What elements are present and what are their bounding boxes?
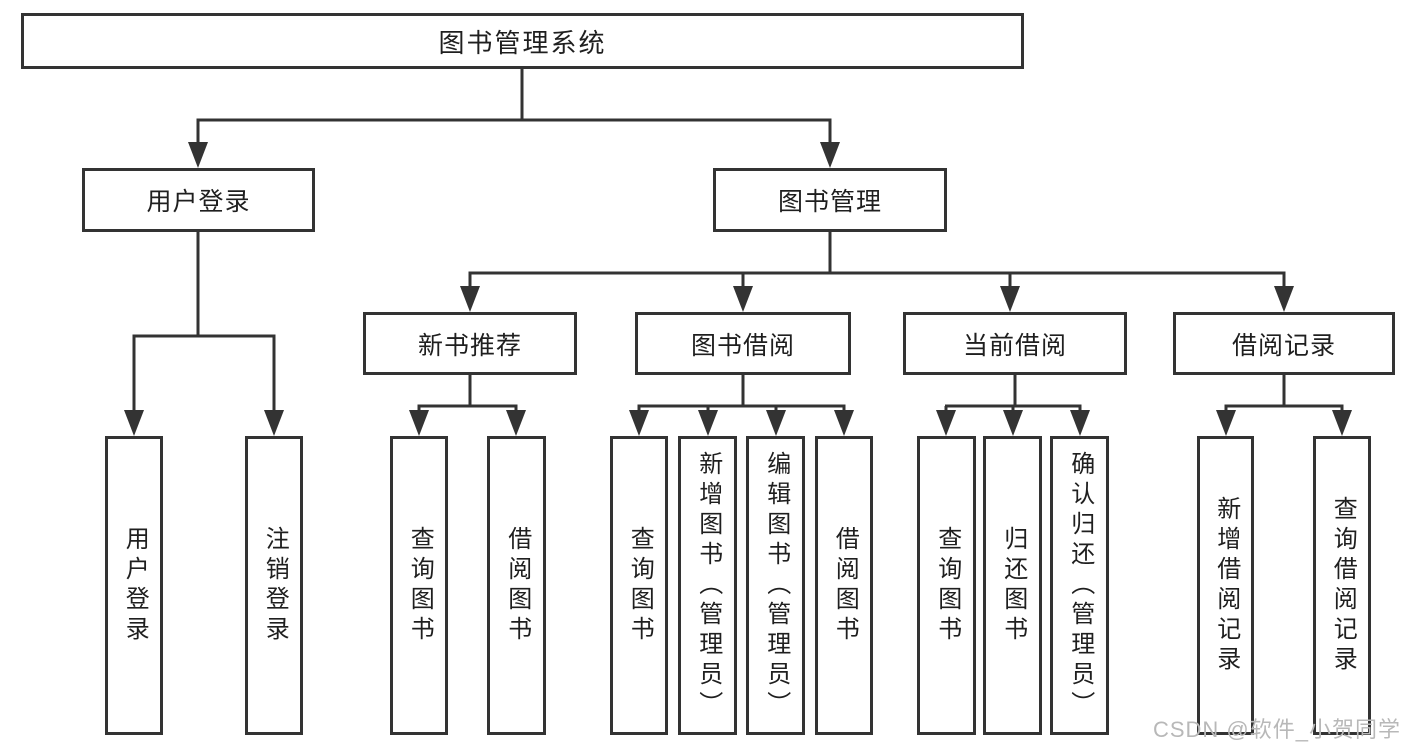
leaf-query-books-current: 查询图书 [917,436,976,735]
leaf-query-books-borrow: 查询图书 [610,436,668,735]
leaf-logout: 注销登录 [245,436,303,735]
leaf-query-books-recommend: 查询图书 [390,436,448,735]
leaf-return-books-label: 归还图书 [999,525,1027,646]
node-new-book-recommend: 新书推荐 [363,312,577,375]
leaf-user-login-label: 用户登录 [121,525,149,646]
leaf-borrow-books-recommend-label: 借阅图书 [503,525,531,646]
leaf-query-books-current-label: 查询图书 [933,525,961,646]
leaf-add-borrow-record: 新增借阅记录 [1197,436,1254,735]
node-user-login: 用户登录 [82,168,315,232]
node-new-book-recommend-label: 新书推荐 [417,331,522,360]
leaf-query-books-recommend-label: 查询图书 [406,525,434,646]
node-current-borrow: 当前借阅 [903,312,1127,375]
node-book-borrow: 图书借阅 [635,312,851,375]
node-root: 图书管理系统 [21,13,1024,69]
leaf-borrow-books: 借阅图书 [815,436,873,735]
leaf-confirm-return-admin: 确认归还（管理员） [1050,436,1109,735]
node-book-management: 图书管理 [713,168,947,232]
node-root-label: 图书管理系统 [438,27,607,58]
leaf-add-borrow-record-label: 新增借阅记录 [1212,495,1240,676]
leaf-query-borrow-record: 查询借阅记录 [1313,436,1371,735]
leaf-query-borrow-record-label: 查询借阅记录 [1329,495,1357,676]
leaf-edit-books-admin-label: 编辑图书（管理员） [762,450,790,721]
leaf-query-books-borrow-label: 查询图书 [626,525,654,646]
leaf-edit-books-admin: 编辑图书（管理员） [746,436,805,735]
leaf-user-login: 用户登录 [105,436,163,735]
csdn-watermark: CSDN @软件_小贺同学 [1152,717,1401,742]
leaf-add-books-admin-label: 新增图书（管理员） [694,450,722,721]
leaf-logout-label: 注销登录 [261,525,289,646]
node-book-borrow-label: 图书借阅 [690,331,795,360]
node-current-borrow-label: 当前借阅 [962,331,1067,360]
node-borrow-records: 借阅记录 [1173,312,1395,375]
leaf-add-books-admin: 新增图书（管理员） [678,436,737,735]
leaf-return-books: 归还图书 [983,436,1042,735]
node-book-management-label: 图书管理 [777,188,882,216]
leaf-borrow-books-recommend: 借阅图书 [487,436,546,735]
node-borrow-records-label: 借阅记录 [1231,331,1336,360]
leaf-borrow-books-label: 借阅图书 [831,525,859,646]
node-user-login-label: 用户登录 [146,188,251,216]
leaf-confirm-return-admin-label: 确认归还（管理员） [1066,450,1094,721]
